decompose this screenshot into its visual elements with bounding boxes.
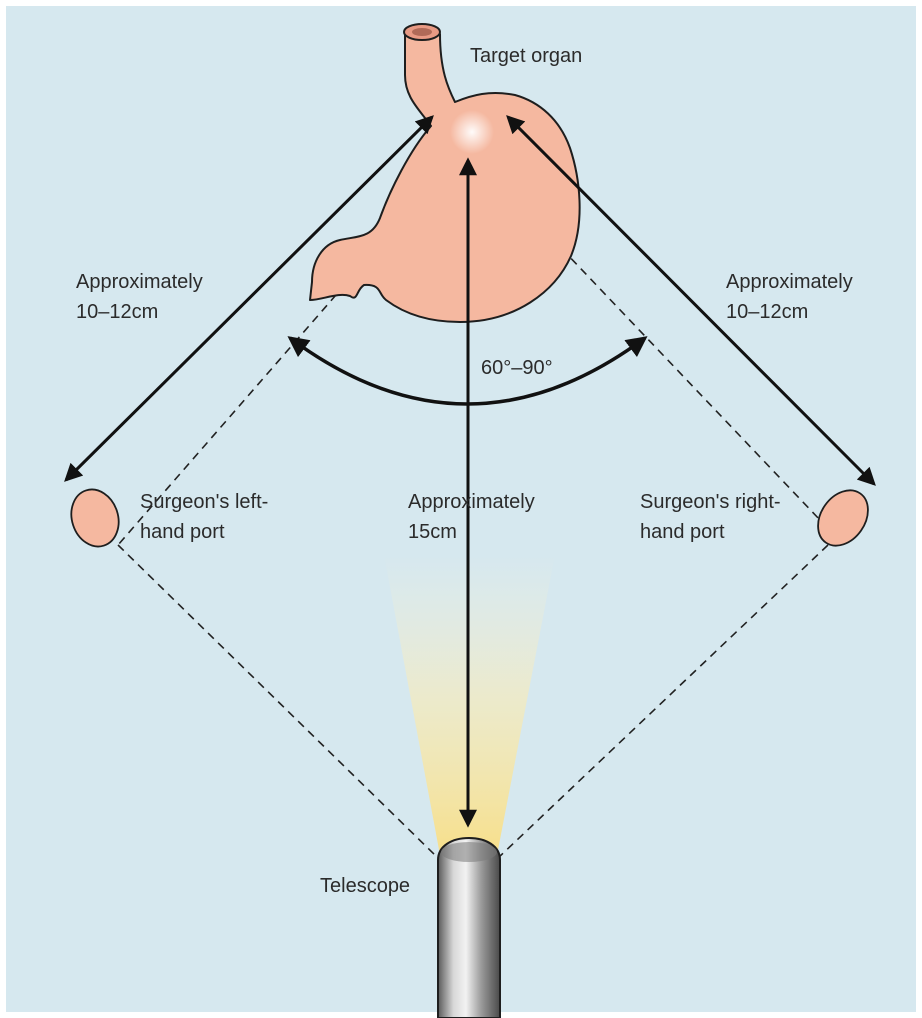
center-distance-label-line1: Approximately [408, 491, 535, 513]
telescope-label: Telescope [320, 875, 410, 897]
telescope-icon [438, 838, 500, 1018]
right-distance-label-line2: 10–12cm [726, 301, 808, 323]
target-site-glow [450, 110, 494, 154]
telescope-lens [441, 842, 497, 862]
right-distance-label-line1: Approximately [726, 271, 853, 293]
left-port-label-line1: Surgeon's left- [140, 491, 268, 513]
esophagus-lumen [412, 28, 432, 36]
left-port-label-line2: hand port [140, 521, 225, 543]
right-port-label-line2: hand port [640, 521, 725, 543]
angle-label: 60°–90° [481, 357, 553, 379]
target-organ-label: Target organ [470, 45, 582, 67]
center-distance-label-line2: 15cm [408, 521, 457, 543]
left-distance-label-line1: Approximately [76, 271, 203, 293]
left-distance-label-line2: 10–12cm [76, 301, 158, 323]
right-port-label-line1: Surgeon's right- [640, 491, 781, 513]
